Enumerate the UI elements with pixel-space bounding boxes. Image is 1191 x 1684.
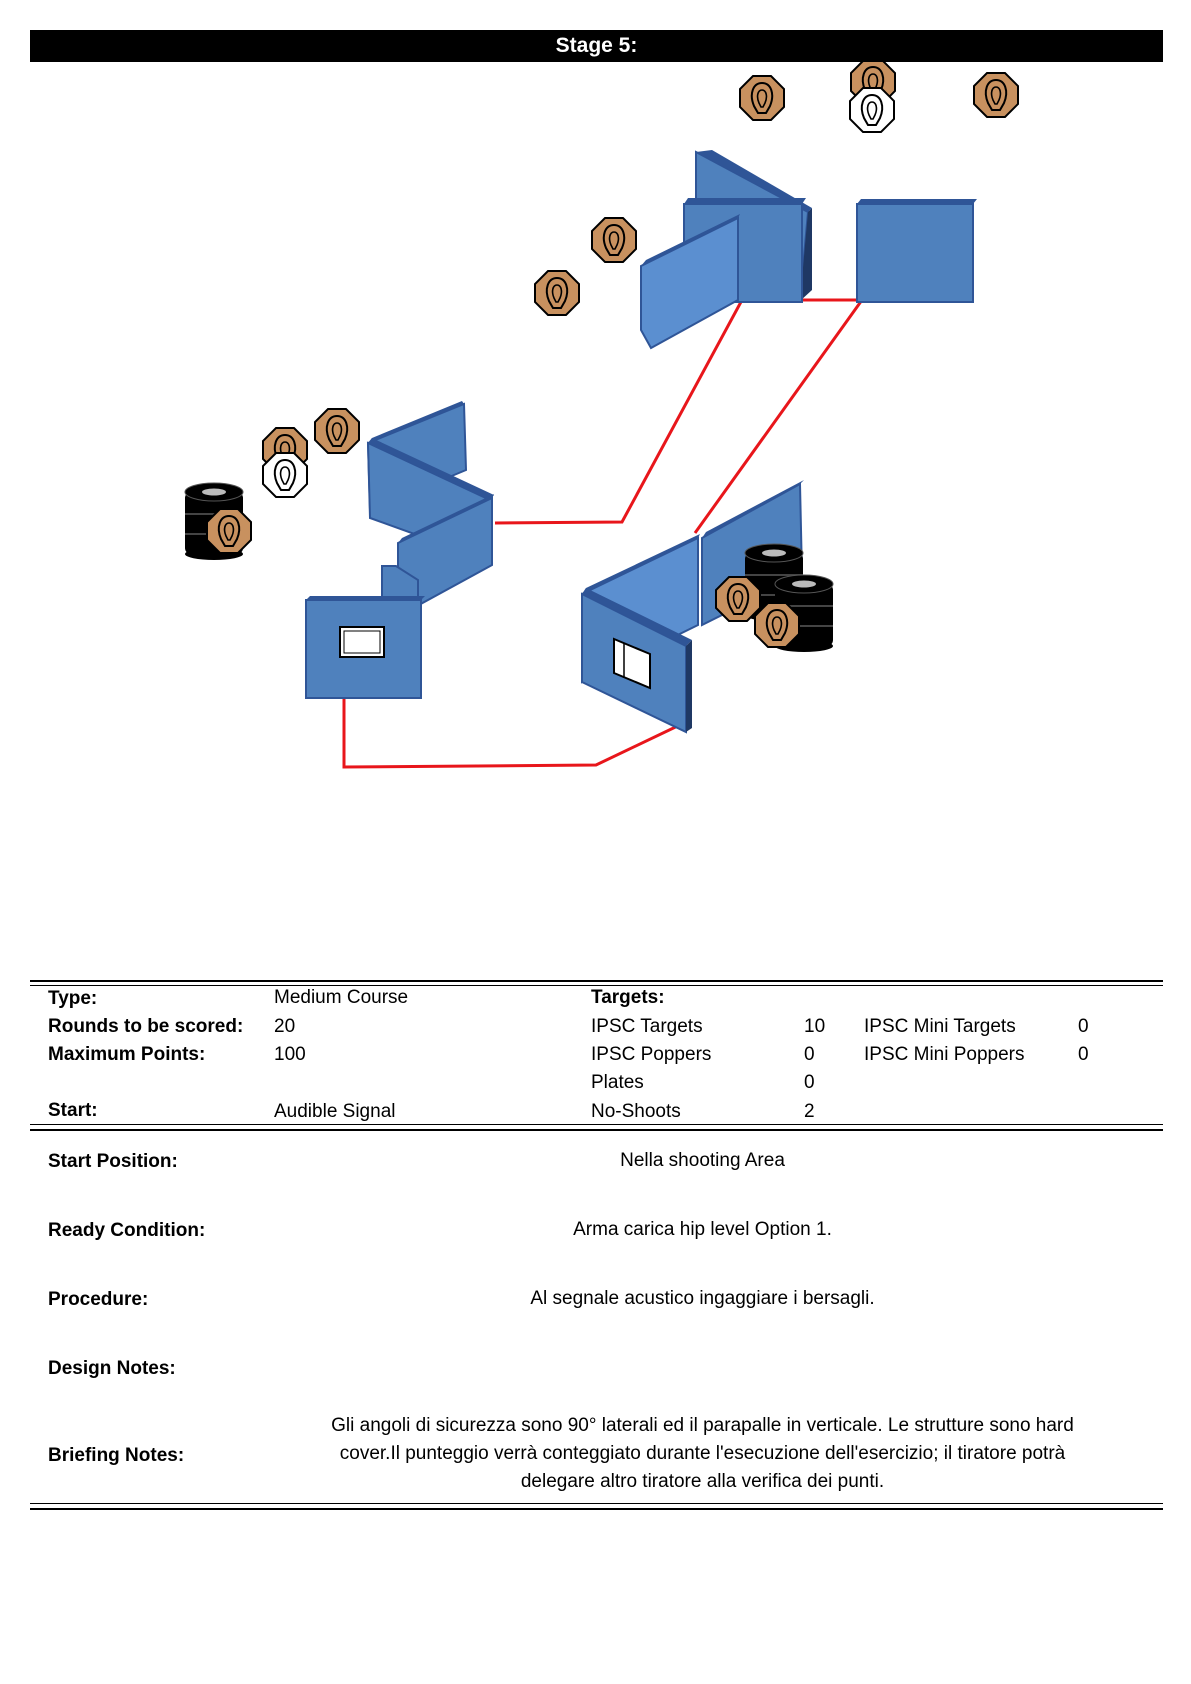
- stage-diagram: [184, 62, 1019, 769]
- target-mid-2: [534, 270, 580, 316]
- target-barrel-right-1: [715, 576, 761, 622]
- ready-condition-value: Arma carica hip level Option 1.: [573, 1219, 832, 1240]
- target-barrel-left: [206, 508, 252, 554]
- table-top-rule: [30, 980, 1163, 982]
- target-left-1: [314, 408, 360, 454]
- plates-label: Plates: [591, 1072, 644, 1093]
- wall-structure-left: [305, 401, 494, 699]
- mini-targets-value: 0: [1078, 1016, 1089, 1037]
- table-mid-rule-inner: [30, 1124, 1163, 1125]
- table-bottom-rule: [30, 1508, 1163, 1510]
- type-value: Medium Course: [274, 987, 409, 1008]
- target-top-left: [739, 75, 785, 121]
- start-position-value: Nella shooting Area: [620, 1150, 785, 1171]
- briefing-notes-label: Briefing Notes:: [48, 1445, 185, 1466]
- target-barrel-right-2: [754, 602, 800, 648]
- no-shoots-label: No-Shoots: [591, 1101, 681, 1122]
- mini-poppers-label: IPSC Mini Poppers: [864, 1044, 1025, 1065]
- table-bottom-rule-inner: [30, 1503, 1163, 1504]
- ipsc-poppers-value: 0: [804, 1044, 815, 1065]
- target-top-right: [973, 72, 1019, 118]
- wall-structure-right: [856, 199, 977, 303]
- stage-title: Stage 5:: [30, 30, 1163, 62]
- max-points-label: Maximum Points:: [48, 1044, 206, 1065]
- ipsc-targets-value: 10: [804, 1016, 826, 1037]
- targets-heading: Targets:: [591, 987, 665, 1008]
- rounds-label: Rounds to be scored:: [48, 1016, 244, 1037]
- target-mid-1: [591, 217, 637, 263]
- briefing-notes-line-3: delegare altro tiratore alla verifica de…: [520, 1471, 885, 1492]
- ipsc-targets-label: IPSC Targets: [591, 1016, 703, 1037]
- no-shoot-left: [262, 452, 308, 498]
- design-notes-label: Design Notes:: [48, 1358, 176, 1379]
- no-shoots-value: 2: [804, 1101, 815, 1122]
- briefing-notes-line-2: cover.Il punteggio verrà conteggiato dur…: [339, 1443, 1066, 1464]
- mini-poppers-value: 0: [1078, 1044, 1089, 1065]
- table-mid-rule: [30, 1129, 1163, 1131]
- start-value: Audible Signal: [274, 1101, 396, 1122]
- procedure-label: Procedure:: [48, 1289, 149, 1310]
- plates-value: 0: [804, 1072, 815, 1093]
- wall-structure-top: [640, 150, 812, 350]
- procedure-value: Al segnale acustico ingaggiare i bersagl…: [530, 1288, 875, 1309]
- ready-condition-label: Ready Condition:: [48, 1220, 206, 1241]
- rounds-value: 20: [274, 1016, 296, 1037]
- mini-targets-label: IPSC Mini Targets: [864, 1016, 1016, 1037]
- briefing-notes-line-1: Gli angoli di sicurezza sono 90° lateral…: [331, 1415, 1074, 1436]
- ipsc-poppers-label: IPSC Poppers: [591, 1044, 712, 1065]
- table-top-rule-inner: [30, 985, 1163, 986]
- no-shoot-top-center: [849, 87, 895, 133]
- type-label: Type:: [48, 988, 98, 1009]
- start-label: Start:: [48, 1100, 98, 1121]
- start-position-label: Start Position:: [48, 1151, 178, 1172]
- max-points-value: 100: [274, 1044, 306, 1065]
